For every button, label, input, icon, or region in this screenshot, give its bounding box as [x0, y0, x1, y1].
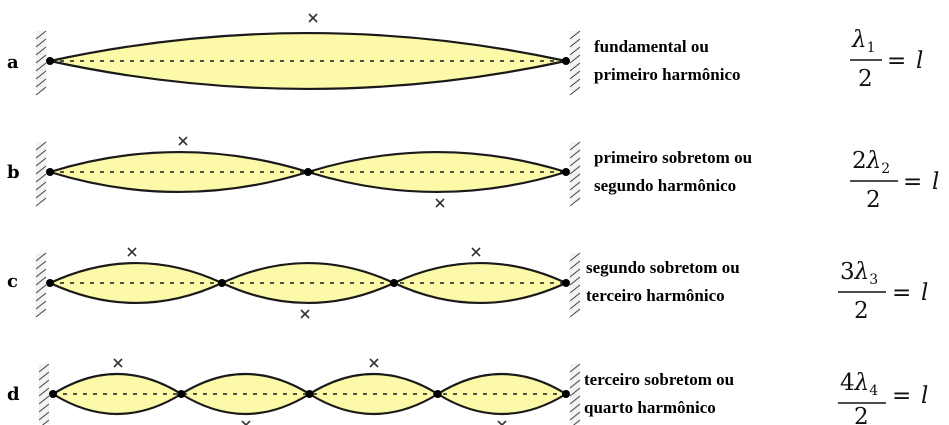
formula-subscript: 4 [869, 383, 878, 399]
antinode-marker [241, 420, 251, 425]
node-point [49, 390, 57, 398]
formula-denominator: 2 [866, 187, 881, 213]
node-point [562, 279, 570, 287]
formula: 2λ2 2 = l [850, 148, 939, 213]
formula-coefficient: 3 [840, 259, 855, 285]
antinode-marker [369, 358, 379, 368]
row-d: d terceiro sobretom ou quarto harmônico … [7, 358, 928, 425]
vibrating-string [35, 13, 581, 96]
formula-coefficient: 2 [852, 148, 867, 174]
antinode-marker [300, 309, 310, 319]
node-point [46, 279, 54, 287]
svg-text:4λ4: 4λ4 [840, 370, 878, 399]
fixed-support [569, 141, 581, 207]
formula-rhs: l [921, 383, 928, 409]
vibrating-string [38, 358, 581, 425]
wave-loop [49, 32, 567, 90]
fixed-support [35, 141, 47, 207]
antinode-marker [178, 136, 188, 146]
caption-line-1: primeiro sobretom ou [594, 148, 752, 167]
node-point [46, 57, 54, 65]
formula-coefficient: 4 [840, 370, 855, 396]
antinode-marker [127, 247, 137, 257]
fixed-support [35, 30, 47, 96]
caption-line-1: terceiro sobretom ou [584, 370, 734, 389]
caption-line-1: segundo sobretom ou [586, 258, 740, 277]
svg-text:=: = [892, 383, 911, 409]
node-point [562, 57, 570, 65]
caption-line-2: primeiro harmônico [594, 65, 741, 84]
svg-text:=: = [887, 48, 906, 74]
svg-text:=: = [903, 169, 922, 195]
antinode-marker [471, 247, 481, 257]
row-letter: c [7, 271, 18, 292]
svg-text:2λ2: 2λ2 [852, 148, 890, 177]
row-a: a fundamental ou primeiro harmônico λ1 2… [7, 13, 923, 96]
formula-lambda: λ [854, 259, 870, 285]
caption-line-2: quarto harmônico [584, 398, 716, 417]
node-point [218, 279, 226, 287]
fixed-support [569, 30, 581, 96]
formula-lambda: λ [854, 370, 870, 396]
formula-denominator: 2 [854, 298, 869, 324]
vibrating-string [35, 247, 581, 319]
formula: 4λ4 2 = l [838, 370, 928, 425]
caption-line-2: segundo harmônico [594, 176, 736, 195]
row-c: c segundo sobretom ou terceiro harmônico… [7, 247, 928, 324]
wave-loop [47, 261, 225, 305]
fixed-support [38, 363, 50, 425]
formula: λ1 2 = l [850, 27, 923, 92]
formula-rhs: l [932, 169, 939, 195]
node-point [46, 168, 54, 176]
node-point [562, 390, 570, 398]
row-letter: b [7, 162, 20, 183]
node-point [305, 390, 314, 398]
antinode-marker [497, 420, 507, 425]
node-point [177, 390, 186, 398]
formula-rhs: l [921, 280, 928, 306]
wave-loop [304, 151, 570, 193]
vibrating-string [35, 136, 581, 208]
formula-subscript: 3 [869, 272, 878, 288]
node-point [390, 279, 398, 287]
antinode-marker [113, 358, 123, 368]
formula-denominator: 2 [854, 404, 869, 425]
svg-text:λ1: λ1 [851, 27, 876, 56]
formula-lambda: λ [851, 27, 867, 53]
formula-denominator: 2 [858, 66, 873, 92]
antinode-marker [308, 13, 318, 23]
fixed-support [569, 363, 581, 425]
antinode-marker [435, 198, 445, 208]
caption-line-2: terceiro harmônico [586, 286, 725, 305]
row-letter: a [7, 52, 19, 73]
formula-subscript: 1 [867, 40, 876, 56]
wave-loop [46, 151, 312, 193]
fixed-support [35, 252, 47, 318]
formula-lambda: λ [866, 148, 882, 174]
node-point [433, 390, 442, 398]
formula-rhs: l [916, 48, 923, 74]
node-point [562, 168, 570, 176]
wave-loop [219, 261, 397, 305]
wave-loop [50, 372, 184, 416]
caption-line-1: fundamental ou [594, 37, 709, 56]
row-b: b primeiro sobretom ou segundo harmônico… [7, 136, 939, 213]
svg-text:3λ3: 3λ3 [840, 259, 878, 288]
fixed-support [569, 252, 581, 318]
svg-text:=: = [892, 280, 911, 306]
formula-subscript: 2 [881, 161, 890, 177]
row-letter: d [7, 384, 20, 405]
formula: 3λ3 2 = l [838, 259, 928, 324]
node-point [304, 168, 312, 176]
